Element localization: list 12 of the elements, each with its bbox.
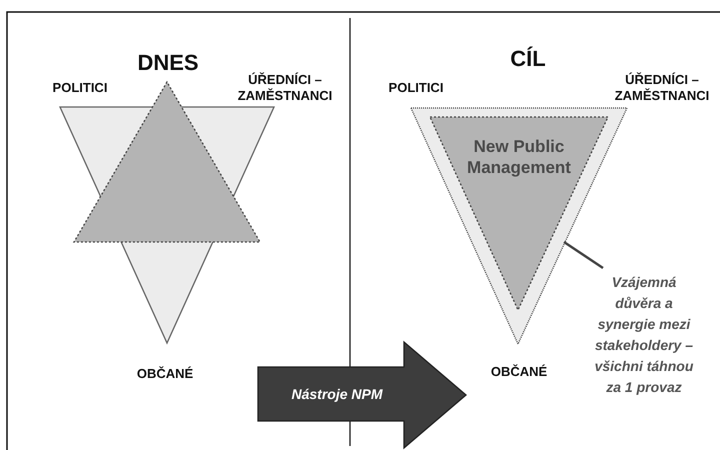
corner-label: POLITICI [388,80,444,96]
heading: CÍL [509,46,547,72]
corner-label: POLITICI [52,80,108,96]
corner-label: ÚŘEDNÍCI – ZAMĚSTNANCI [236,72,334,104]
corner-label: OBČANÉ [136,366,194,382]
node-label: Nástroje NPM [290,386,384,403]
heading: DNES [136,50,200,76]
node-label: New Public Management [466,136,572,178]
note-text: Vzájemná důvěra a synergie mezi stakeholdery – všichni táhnou za 1 provaz [594,273,694,397]
corner-label: OBČANÉ [490,364,548,380]
corner-label: ÚŘEDNÍCI – ZAMĚSTNANCI [614,72,710,104]
leader-line [563,240,604,270]
